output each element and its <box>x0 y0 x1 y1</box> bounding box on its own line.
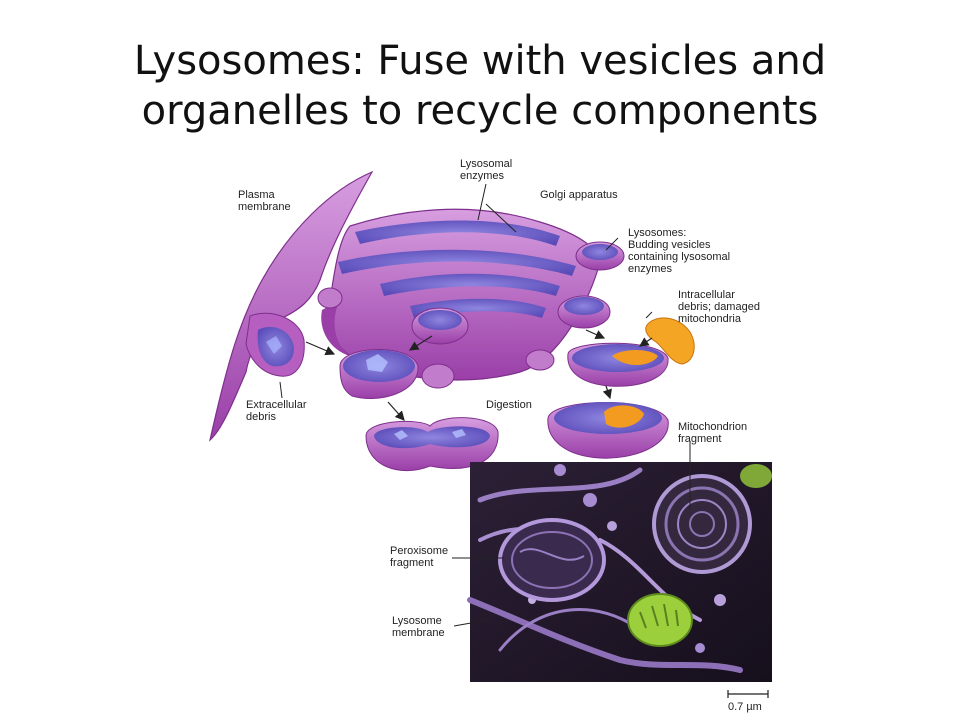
damaged-mitochondrion <box>645 317 695 365</box>
scale-bar: 0.7 µm <box>727 690 769 713</box>
budding-vesicle-2 <box>557 295 611 329</box>
label-lysosome-membrane: Lysosome membrane <box>392 615 445 639</box>
plasma-membrane <box>209 170 374 442</box>
label-plasma-membrane-line2: membrane <box>238 201 291 213</box>
label-intracellular-debris-line2: debris; damaged <box>678 301 760 313</box>
label-peroxisome-fragment-line1: Peroxisome <box>390 545 448 557</box>
label-leader-lines <box>279 183 691 627</box>
label-lysosomes-line2: Budding vesicles <box>628 239 711 251</box>
label-mitochondrion-fragment-line2: fragment <box>678 433 721 445</box>
label-intracellular-debris-line3: mitochondria <box>678 313 742 325</box>
label-lysosome-membrane-line1: Lysosome <box>392 615 442 627</box>
label-lysosomes-line3: containing lysosomal <box>628 251 730 263</box>
slide-title: Lysosomes: Fuse with vesicles and organe… <box>0 36 960 136</box>
title-line-2: organelles to recycle components <box>141 88 819 134</box>
label-extracellular-debris: Extracellular debris <box>246 399 310 423</box>
label-lysosomal-enzymes-line2: enzymes <box>460 170 505 182</box>
label-lysosomal-enzymes: Lysosomal enzymes <box>460 158 515 182</box>
label-golgi-apparatus: Golgi apparatus <box>540 189 618 201</box>
digestion-vesicle-mitochondrion <box>547 402 669 459</box>
scale-bar-label: 0.7 µm <box>728 701 762 713</box>
label-digestion: Digestion <box>486 399 532 411</box>
label-lysosomal-enzymes-line1: Lysosomal <box>460 158 512 170</box>
label-peroxisome-fragment-line2: fragment <box>390 557 433 569</box>
mitochondrion-fragment-structure <box>652 474 752 574</box>
title-line-1: Lysosomes: Fuse with vesicles and <box>133 38 827 84</box>
fusion-vesicle-mitochondrion <box>567 342 669 387</box>
label-lysosomes-line4: enzymes <box>628 263 673 275</box>
label-lysosomes: Lysosomes: Budding vesicles containing l… <box>628 227 733 275</box>
budding-vesicle-3 <box>411 307 469 345</box>
electron-micrograph <box>467 462 772 682</box>
label-lysosome-membrane-line2: membrane <box>392 627 445 639</box>
label-mitochondrion-fragment: Mitochondrion fragment <box>678 421 750 445</box>
process-arrows <box>305 329 653 421</box>
label-extracellular-debris-line2: debris <box>246 411 276 423</box>
label-plasma-membrane: Plasma membrane <box>238 189 291 213</box>
label-mitochondrion-fragment-line1: Mitochondrion <box>678 421 747 433</box>
label-intracellular-debris-line1: Intracellular <box>678 289 735 301</box>
peroxisome-fragment-structure <box>498 518 606 602</box>
digesting-vesicle-extracellular <box>365 417 499 471</box>
budding-vesicle-1 <box>575 241 625 271</box>
green-mitochondrion-structure <box>627 593 693 647</box>
label-intracellular-debris: Intracellular debris; damaged mitochondr… <box>678 289 763 325</box>
label-plasma-membrane-line1: Plasma <box>238 189 276 201</box>
golgi-apparatus <box>317 208 601 389</box>
label-peroxisome-fragment: Peroxisome fragment <box>390 545 451 569</box>
label-lysosomes-line1: Lysosomes: <box>628 227 686 239</box>
label-extracellular-debris-line1: Extracellular <box>246 399 307 411</box>
fusion-vesicle-extracellular <box>339 349 419 399</box>
